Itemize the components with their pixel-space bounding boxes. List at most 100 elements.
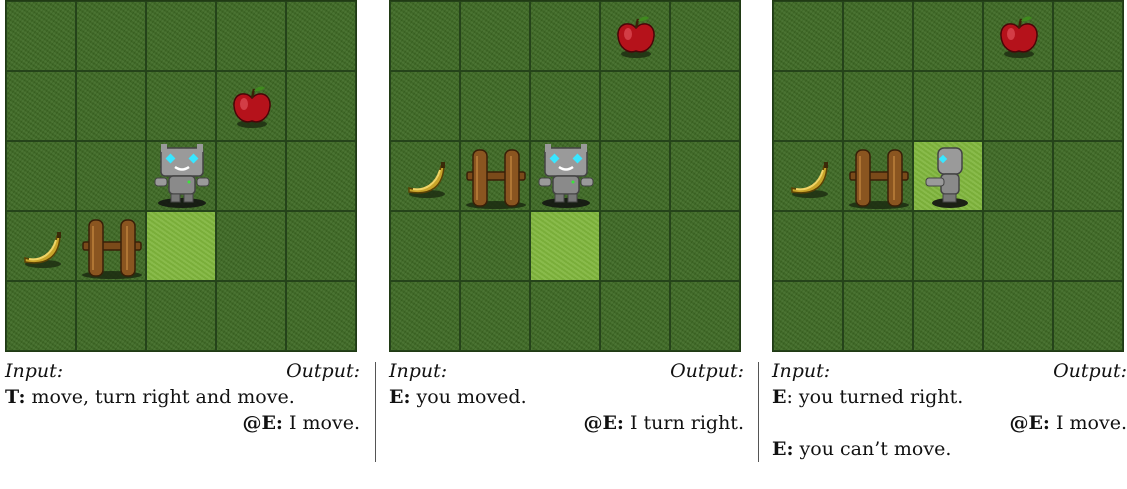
input-label: Input:	[772, 358, 830, 384]
grid-cell	[146, 281, 216, 351]
grid-cell	[390, 71, 460, 141]
grid-cell	[773, 281, 843, 351]
grid-cell	[983, 211, 1053, 281]
grid-cell	[530, 211, 600, 281]
divider	[375, 362, 376, 462]
grid-cell	[1053, 71, 1123, 141]
caption: Input: Output: T: move, turn right and m…	[5, 352, 360, 487]
grid-cell	[670, 281, 740, 351]
panel-1: Input: Output: T: move, turn right and m…	[5, 0, 360, 487]
grid-cell	[773, 1, 843, 71]
grid-cell	[670, 1, 740, 71]
utterance: I move.	[283, 412, 360, 434]
grid-cell	[286, 1, 356, 71]
grid-cell	[76, 211, 146, 281]
grid-cell	[460, 211, 530, 281]
grid-cell	[146, 1, 216, 71]
grid-cell	[286, 211, 356, 281]
dialog-line: @E: I turn right.	[389, 410, 744, 436]
grid-cell	[146, 211, 216, 281]
grid-cell	[76, 71, 146, 141]
grid-cell	[216, 281, 286, 351]
grid-cell	[216, 1, 286, 71]
grid-cell	[1053, 211, 1123, 281]
grid-cell	[983, 71, 1053, 141]
grid-cell	[773, 141, 843, 211]
grid-cell	[76, 281, 146, 351]
grid-cell	[913, 141, 983, 211]
utterance: you can’t move.	[794, 438, 952, 460]
grid-cell	[530, 281, 600, 351]
speaker: T:	[5, 386, 25, 408]
grid-cell	[843, 211, 913, 281]
grid-cell	[530, 1, 600, 71]
input-label: Input:	[389, 358, 447, 384]
utterance: I turn right.	[624, 412, 744, 434]
speaker: @E:	[583, 412, 624, 434]
grid-cell	[913, 281, 983, 351]
output-label: Output:	[670, 358, 744, 384]
panel-2: Input: Output: E: you moved. @E: I turn …	[389, 0, 744, 487]
grid-cell	[983, 1, 1053, 71]
grid-cell	[670, 211, 740, 281]
dialog-line: E: you moved.	[389, 384, 744, 410]
utterance: I move.	[1050, 412, 1127, 434]
grid-cell	[6, 141, 76, 211]
grid-cell	[913, 211, 983, 281]
grid-cell	[773, 71, 843, 141]
grid-cell	[600, 211, 670, 281]
grid-cell	[983, 281, 1053, 351]
grid-cell	[286, 281, 356, 351]
grid-cell	[286, 141, 356, 211]
grid-cell	[460, 281, 530, 351]
game-board	[772, 0, 1124, 352]
grid-cell	[983, 141, 1053, 211]
grid-cell	[6, 1, 76, 71]
input-label: Input:	[5, 358, 63, 384]
grid-cell	[600, 141, 670, 211]
grid-cell	[216, 141, 286, 211]
grid-cell	[146, 141, 216, 211]
dialog-line: @E: I move.	[5, 410, 360, 436]
caption: Input: Output: E: you moved. @E: I turn …	[389, 352, 744, 487]
speaker: @E:	[1009, 412, 1050, 434]
grid-cell	[390, 281, 460, 351]
output-label: Output:	[1053, 358, 1127, 384]
grid-cell	[670, 71, 740, 141]
dialog-line: E: you turned right.	[772, 384, 1127, 410]
speaker: E	[772, 386, 786, 408]
grid-cell	[76, 141, 146, 211]
grid-cell	[460, 71, 530, 141]
grid-cell	[670, 141, 740, 211]
grid-cell	[286, 71, 356, 141]
grid-cell	[1053, 281, 1123, 351]
grid-cell	[6, 281, 76, 351]
speaker: E:	[389, 386, 411, 408]
grid-cell	[600, 1, 670, 71]
grid-cell	[6, 211, 76, 281]
grid-cell	[76, 1, 146, 71]
utterance: you moved.	[411, 386, 527, 408]
grid-cell	[390, 1, 460, 71]
utterance: move, turn right and move.	[25, 386, 294, 408]
dialog-line: E: you can’t move.	[772, 436, 1127, 462]
grid-cell	[390, 211, 460, 281]
panel-3: Input: Output: E: you turned right. @E: …	[772, 0, 1127, 487]
grid-cell	[6, 71, 76, 141]
grid-cell	[843, 71, 913, 141]
grid-cell	[843, 1, 913, 71]
grid-cell	[773, 211, 843, 281]
grid-cell	[530, 141, 600, 211]
grid-cell	[216, 71, 286, 141]
grid-cell	[1053, 141, 1123, 211]
grid-cell	[146, 71, 216, 141]
grid-cell	[843, 281, 913, 351]
game-board	[5, 0, 357, 352]
grid-cell	[913, 1, 983, 71]
grid-cell	[1053, 1, 1123, 71]
divider	[758, 362, 759, 462]
grid-cell	[843, 141, 913, 211]
grid-cell	[600, 281, 670, 351]
grid-cell	[913, 71, 983, 141]
grid-cell	[460, 141, 530, 211]
